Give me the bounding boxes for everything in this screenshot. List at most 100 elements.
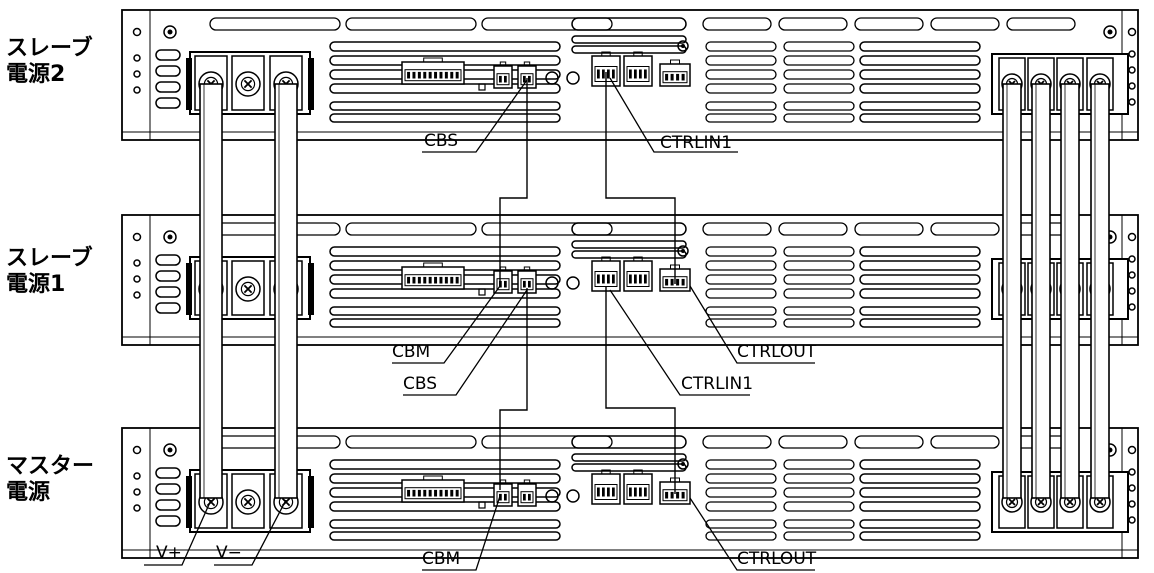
vent-slot <box>783 41 855 52</box>
unit-label-slave2-line2: 電源2 <box>6 62 66 87</box>
vent-slot <box>930 435 1000 449</box>
vent-slot <box>705 288 777 299</box>
vent-slot <box>329 246 561 257</box>
vent-slot <box>859 459 981 470</box>
vent-slot <box>783 101 855 111</box>
unit-label-slave1-line2: 電源1 <box>6 272 66 297</box>
cbm-connector <box>493 61 513 89</box>
vent-slot <box>705 260 777 271</box>
vent-slot <box>345 17 477 31</box>
vent-slot <box>345 222 477 236</box>
ctrlin1-connector <box>591 469 621 505</box>
callout-vplus: V+ <box>156 543 182 563</box>
vent-slot <box>155 270 181 282</box>
callout-slave2-ctrlin1: CTRLIN1 <box>660 133 733 153</box>
unit-label-slave1-line1: スレーブ <box>6 246 93 271</box>
leader-slave1-cbm <box>392 285 501 364</box>
vent-slot <box>702 435 772 449</box>
vent-slot <box>859 83 981 94</box>
callout-master-ctrlout: CTRLOUT <box>737 549 817 569</box>
vent-slot <box>783 246 855 257</box>
vent-slot <box>859 288 981 299</box>
vent-slot <box>859 41 981 52</box>
vent-slot <box>783 318 855 328</box>
remote-connector <box>401 262 465 290</box>
cbs-connector <box>517 479 537 507</box>
vent-slot <box>859 69 981 80</box>
unit-label-master: マスター 電源 <box>6 454 94 506</box>
vent-slot <box>481 435 613 449</box>
vent-slot <box>930 17 1000 31</box>
cbm-connector <box>493 266 513 294</box>
vent-slot <box>859 501 981 512</box>
leader-slave1-ctrlin1 <box>609 289 750 396</box>
vent-slot <box>783 55 855 66</box>
callout-slave1-ctrlout: CTRLOUT <box>737 342 817 362</box>
vent-slot <box>155 467 181 479</box>
vent-slot <box>705 501 777 512</box>
vent-slot <box>705 113 777 123</box>
vent-slot <box>783 459 855 470</box>
vent-slot <box>859 274 981 285</box>
vent-slot <box>783 113 855 123</box>
leader-slave1-ctrlout <box>689 285 815 364</box>
vent-slot <box>329 306 561 316</box>
vent-slot <box>783 487 855 498</box>
vent-slot <box>859 260 981 271</box>
bus-bar-right-3 <box>1060 83 1080 499</box>
vent-slot <box>329 113 561 123</box>
bus-bar-right-1 <box>1002 83 1022 499</box>
vent-slot <box>854 435 924 449</box>
callout-vminus: V− <box>216 543 242 563</box>
vent-slot <box>329 531 561 541</box>
vent-slot <box>209 17 341 31</box>
leader-master-cbm <box>422 495 501 571</box>
signal-cables <box>499 72 676 494</box>
vent-slot <box>705 519 777 529</box>
vent-slot <box>705 459 777 470</box>
leader-slave2-cbs <box>422 79 528 153</box>
bus-bar-right-4 <box>1090 83 1110 499</box>
vent-slot <box>783 288 855 299</box>
vent-slot <box>155 49 181 61</box>
vent-slot <box>155 302 181 314</box>
unit-label-slave1: スレーブ 電源1 <box>6 246 93 298</box>
vent-slot <box>859 487 981 498</box>
vent-slot <box>329 101 561 111</box>
callout-master-cbm: CBM <box>422 549 461 569</box>
output-terminal-block <box>186 51 314 115</box>
vent-slot <box>783 473 855 484</box>
vent-slot <box>345 435 477 449</box>
vent-slot <box>783 260 855 271</box>
vent-slot <box>155 483 181 495</box>
callout-slave2-cbs: CBS <box>424 131 459 151</box>
callout-slave1-cbs: CBS <box>403 374 438 394</box>
vent-slot <box>783 306 855 316</box>
ctrlin2-connector <box>623 469 653 505</box>
vent-slot <box>705 69 777 80</box>
vent-slot <box>571 240 687 249</box>
terminal-screw <box>235 276 261 302</box>
cable-ctrlout-master-to-ctrlin1-slave1 <box>605 286 676 494</box>
leader-slave1-cbs <box>403 289 528 396</box>
vent-slot <box>329 41 561 52</box>
vent-slot <box>155 65 181 77</box>
leader-vminus <box>214 499 287 566</box>
vent-slot <box>481 222 613 236</box>
cable-ctrlout-slave1-to-ctrlin1-slave2 <box>605 72 676 284</box>
vent-slot <box>854 17 924 31</box>
vent-slot <box>859 55 981 66</box>
bus-bar-vplus <box>199 83 223 499</box>
terminal-screw <box>235 71 261 97</box>
ctrlin2-connector <box>623 256 653 292</box>
vent-slot <box>859 113 981 123</box>
vent-slot <box>705 531 777 541</box>
vent-slot <box>778 435 848 449</box>
vent-slot <box>155 254 181 266</box>
vent-slot <box>571 35 687 44</box>
vent-slot <box>571 17 687 31</box>
vent-slot <box>705 101 777 111</box>
vent-slot <box>783 519 855 529</box>
vent-slot <box>859 531 981 541</box>
vent-slot <box>705 487 777 498</box>
